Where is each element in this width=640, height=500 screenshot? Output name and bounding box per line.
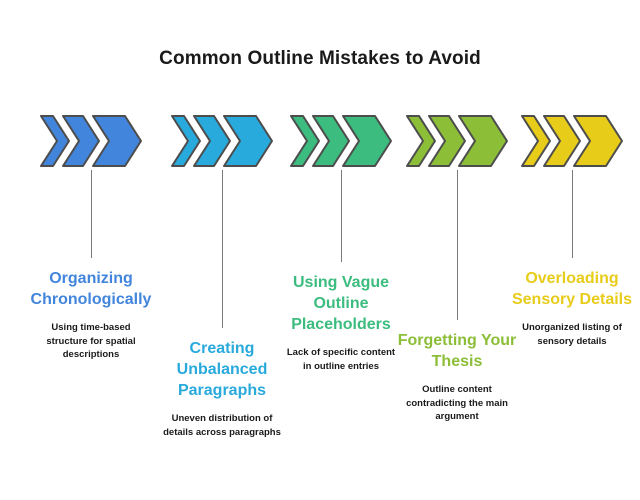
heading-wrap-2: Creating Unbalanced Paragraphs [158, 338, 286, 401]
item-heading-4: Forgetting Your Thesis [397, 332, 517, 371]
connector-line-3 [340, 170, 342, 262]
connector-line-4 [456, 170, 458, 320]
chevron-column-1: Organizing Chronologically Using time-ba… [31, 112, 151, 362]
chevron-column-5: Overloading Sensory Details Unorganized … [512, 112, 632, 348]
connector-line-1 [90, 170, 92, 258]
chevron-arrow-group-4 [406, 115, 508, 167]
heading-wrap-4: Forgetting Your Thesis [393, 330, 521, 372]
item-description-3: Lack of specific content in outline entr… [286, 347, 396, 372]
page-title: Common Outline Mistakes to Avoid [159, 48, 481, 69]
chevron-column-4: Forgetting Your Thesis Outline content c… [398, 112, 516, 424]
connector-line-2 [221, 170, 223, 328]
item-description-5: Unorganized listing of sensory details [522, 322, 622, 347]
item-heading-2: Creating Unbalanced Paragraphs [176, 340, 268, 400]
chevron-arrow-group-2 [171, 115, 273, 167]
item-description-4: Outline content contradicting the main a… [406, 384, 508, 423]
chevron-arrow-group-1 [40, 115, 142, 167]
heading-wrap-3: Using Vague Outline Placeholders [277, 272, 405, 335]
chevron-arrow-group-5 [521, 115, 623, 167]
chevron-column-2: Creating Unbalanced Paragraphs Uneven di… [163, 112, 281, 439]
item-heading-3: Using Vague Outline Placeholders [291, 274, 391, 334]
heading-wrap-1: Organizing Chronologically [27, 268, 155, 310]
connector-line-5 [571, 170, 573, 258]
item-heading-1: Organizing Chronologically [30, 270, 152, 309]
item-description-2: Uneven distribution of details across pa… [163, 413, 281, 438]
item-description-1: Using time-based structure for spatial d… [46, 322, 136, 361]
chevron-column-3: Using Vague Outline Placeholders Lack of… [282, 112, 400, 373]
heading-wrap-5: Overloading Sensory Details [508, 268, 636, 310]
item-heading-5: Overloading Sensory Details [511, 270, 633, 309]
chevron-arrow-group-3 [290, 115, 392, 167]
